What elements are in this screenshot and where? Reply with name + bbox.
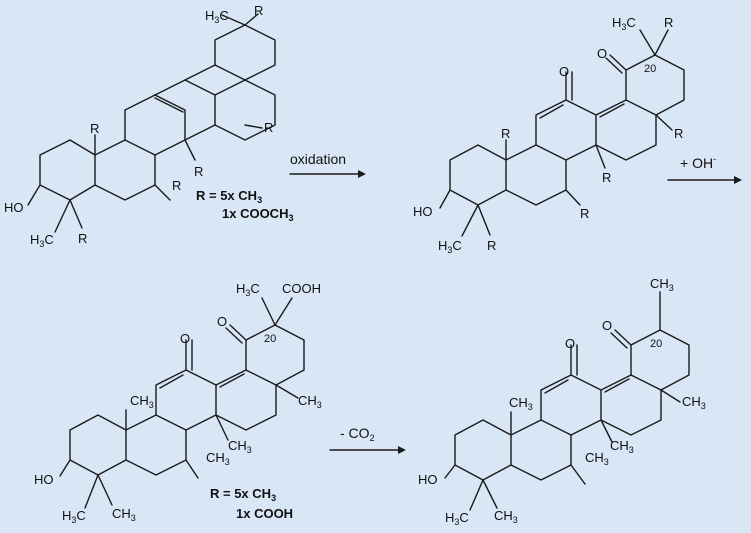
atom-label-hydroxyl: HO [418,472,438,487]
atom-label-oxygen: O [217,314,227,329]
reaction-arrow-hydrolysis: + OH- [667,154,742,184]
atom-label-carboxyl: COOH [282,281,321,296]
carbon-position-label: 20 [650,338,662,350]
atom-label-R: R [580,206,589,221]
atom-label-methyl: CH3 [228,438,252,455]
atom-label-methyl: CH3 [682,394,706,411]
atom-label-methyl: H3C [612,15,636,32]
atom-label-oxygen: O [180,331,190,346]
atom-label-methyl: H3C [205,8,229,25]
substituent-legend-line2: 1x COOH [236,506,293,521]
reaction-arrow-decarboxylation: - CO2 [329,425,406,454]
atom-label-methyl: H3C [236,281,260,298]
atom-label-R: R [487,238,496,253]
arrow-label-hydroxide: + OH- [680,154,716,171]
substituent-legend-line1: R = 5x CH3 [196,188,262,205]
atom-label-R: R [264,120,273,135]
atom-label-R: R [172,178,181,193]
atom-label-hydroxyl: HO [413,204,433,219]
atom-label-hydroxyl: HO [34,472,54,487]
atom-label-methyl: CH3 [112,506,136,523]
arrow-label-decarboxylation: - CO2 [340,425,375,443]
carbon-position-label: 20 [644,63,656,75]
atom-label-methyl: CH3 [494,508,518,525]
atom-label-R: R [674,126,683,141]
atom-label-methyl: H3C [438,238,462,255]
reaction-arrow-oxidation: oxidation [289,151,366,178]
atom-label-R: R [254,3,263,18]
molecule-oxidized-intermediate: O O 20 R R R R R H3C HO H3C R [413,15,685,255]
atom-label-oxygen: O [597,46,607,61]
atom-label-R: R [501,126,510,141]
atom-label-oxygen: O [559,64,569,79]
atom-label-hydroxyl: HO [4,200,24,215]
atom-label-R: R [602,170,611,185]
atom-label-R: R [664,15,673,30]
atom-label-methyl: CH3 [206,450,230,467]
atom-label-methyl: H3C [30,232,54,249]
molecule-starting-material: R R R R R H3C HO H3C R [4,3,276,249]
atom-label-methyl: CH3 [130,393,154,410]
arrow-label-oxidation: oxidation [290,151,346,167]
atom-label-methyl: CH3 [298,393,322,410]
molecule-carboxylic-acid: O O 20 COOH H3C CH3 CH3 CH3 CH3 HO H3C C… [34,281,322,525]
atom-label-methyl: H3C [62,508,86,525]
atom-label-methyl: CH3 [650,276,674,293]
atom-label-R: R [78,231,87,246]
atom-label-R: R [90,121,99,136]
carbon-position-label: 20 [264,333,276,345]
atom-label-oxygen: O [565,336,575,351]
atom-label-methyl: CH3 [610,438,634,455]
atom-label-methyl: CH3 [585,450,609,467]
molecule-product: O O 20 CH3 CH3 CH3 CH3 CH3 HO H3C CH3 [418,276,706,527]
atom-label-methyl: H3C [445,510,469,527]
atom-label-methyl: CH3 [509,395,533,412]
atom-label-oxygen: O [602,318,612,333]
substituent-legend-line2: 1x COOCH3 [222,206,293,223]
atom-label-R: R [194,164,203,179]
substituent-legend-line1: R = 5x CH3 [210,486,276,503]
